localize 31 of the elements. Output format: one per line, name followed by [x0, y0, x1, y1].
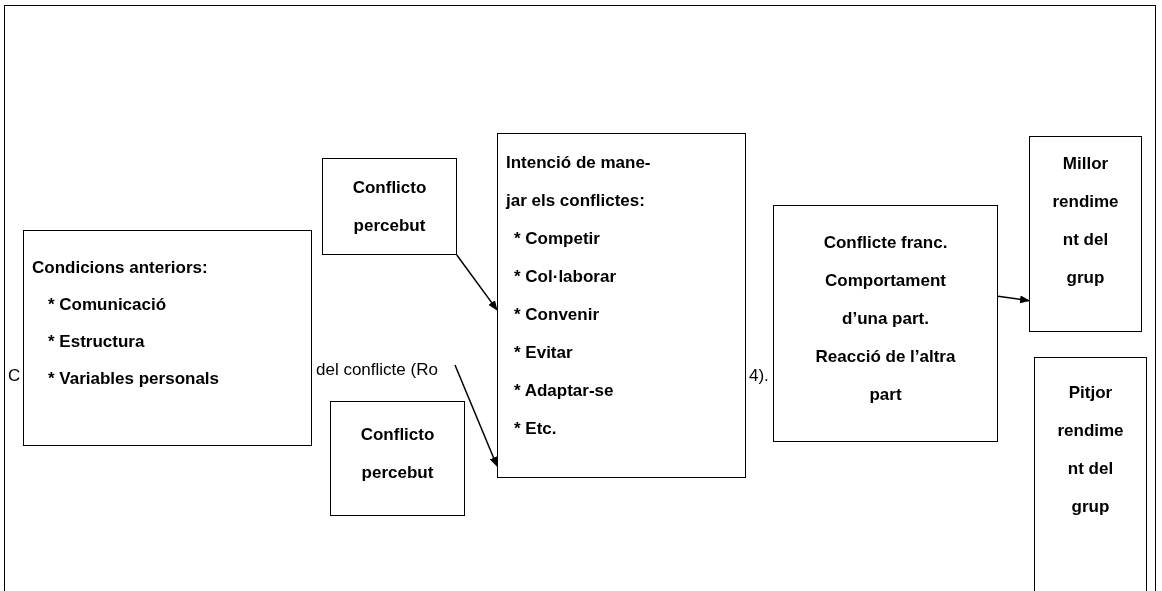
- node-text: * Comunicació: [47, 294, 167, 316]
- caption-text: del conflicte (Ro: [316, 360, 438, 380]
- arrow: [454, 364, 498, 467]
- node-text: * Estructura: [47, 331, 145, 353]
- perceived-conflict-box: [330, 401, 465, 516]
- caption-text: C: [8, 366, 21, 386]
- arrow: [997, 295, 1030, 304]
- node-text: * Convenir: [513, 304, 600, 326]
- outcome-box: [1029, 136, 1142, 332]
- node-text: Conflicto percebut: [351, 177, 428, 237]
- behavior-box: [773, 205, 998, 442]
- node-heading: Conflicte franc.: [823, 232, 948, 254]
- conditions-box: [23, 230, 312, 446]
- intentions-box: [497, 133, 746, 478]
- node-text: * Competir: [513, 228, 600, 250]
- outcome-box: [1034, 357, 1147, 591]
- node-text: * Evitar: [513, 342, 573, 364]
- perceived-conflict-box: [322, 158, 457, 255]
- node-text: Millor rendiment del grup: [1051, 153, 1120, 289]
- node-text: Comportament d’una part.: [824, 270, 947, 330]
- node-text: * Col·laborar: [513, 266, 617, 288]
- caption-text: 4).: [749, 366, 769, 386]
- arrow: [456, 254, 498, 311]
- node-heading: Intenció de mane-jar els conflictes:: [506, 152, 652, 212]
- node-text: Conflicto percebut: [359, 424, 436, 484]
- node-text: * Etc.: [513, 418, 557, 440]
- node-heading: Condicions anteriors:: [32, 257, 208, 279]
- node-text: Pitjor rendiment del grup: [1056, 382, 1125, 518]
- node-text: Reacció de l’altra part: [814, 346, 957, 406]
- node-text: * Adaptar-se: [513, 380, 614, 402]
- node-text: * Variables personals: [47, 368, 220, 390]
